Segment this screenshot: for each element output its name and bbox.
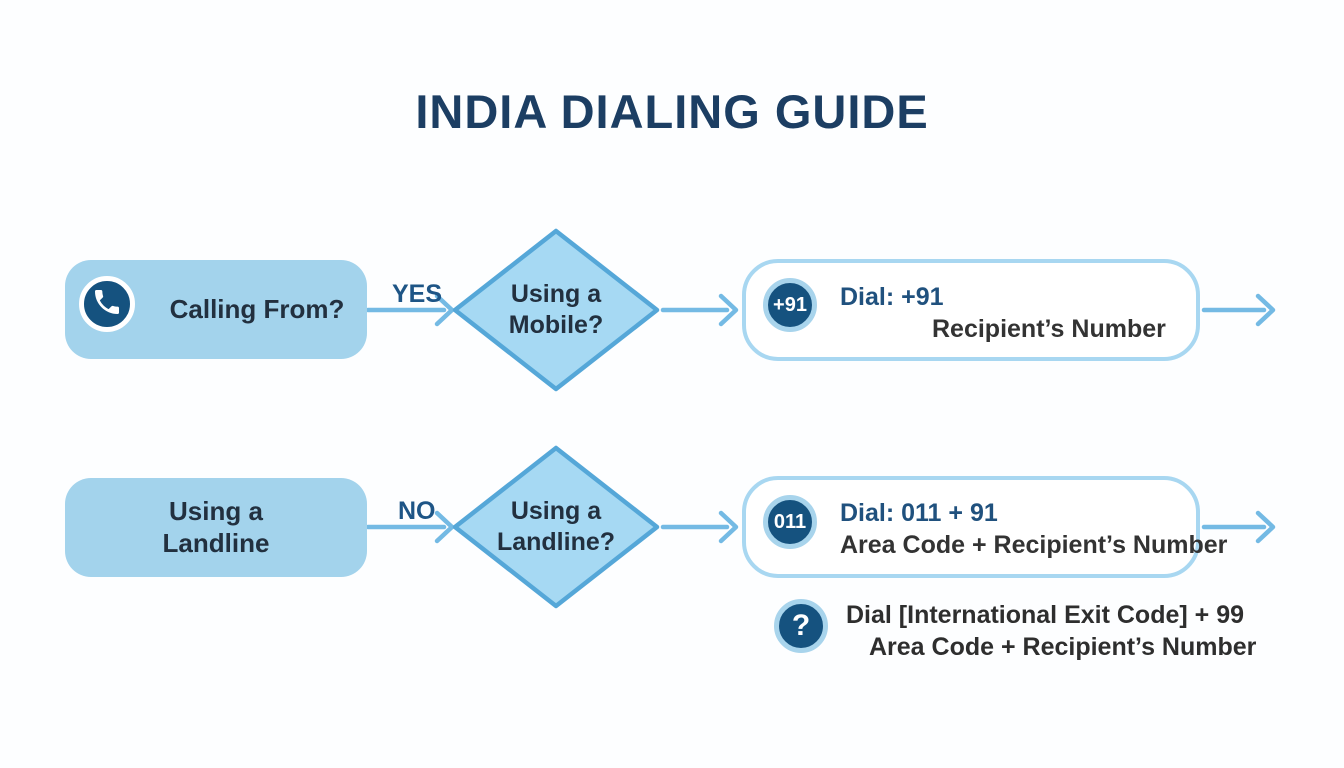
decision-label-using-a-landline: Using a Landline? xyxy=(466,496,646,559)
note-line1: Dial [International Exit Code] + 99 xyxy=(846,601,1244,629)
decision-label-line2: Mobile? xyxy=(508,311,604,340)
page-title: INDIA DIALING GUIDE xyxy=(415,85,929,138)
source-box-calling-from: Calling From? xyxy=(65,260,367,359)
badge-plus91: +91 xyxy=(763,278,817,332)
result-line1: Dial: +91 xyxy=(840,283,944,311)
decision-label-line2: Landline? xyxy=(496,528,616,557)
arrow-row1-source-to-decision xyxy=(365,293,455,327)
phone-icon-circle xyxy=(79,276,135,332)
result-line1: Dial: 011 + 91 xyxy=(840,499,998,527)
result-line2: Recipient’s Number xyxy=(932,315,1166,343)
decision-diamond-row1 xyxy=(452,228,660,392)
decision-label-line1: Using a xyxy=(510,497,602,525)
arrow-row1-result-onward xyxy=(1201,293,1276,327)
arrow-row2-source-to-decision xyxy=(365,510,455,544)
decision-label-line1: Using a xyxy=(510,280,602,308)
result-box-mobile-dialing: +91 Dial: +91 Recipient’s Number xyxy=(742,259,1200,361)
source-label-using-a-landline: Using a Landline xyxy=(75,478,357,577)
arrow-row2-decision-to-result xyxy=(660,510,739,544)
decision-label-using-a-mobile: Using a Mobile? xyxy=(466,279,646,342)
source-box-using-a-landline: Using a Landline xyxy=(65,478,367,577)
source-label-calling-from: Calling From? xyxy=(169,293,345,324)
phone-icon xyxy=(91,286,123,323)
result-box-landline-dialing: 011 Dial: 011 + 91 Area Code + Recipient… xyxy=(742,476,1227,578)
note-line2: Area Code + Recipient’s Number xyxy=(869,633,1257,661)
question-mark-icon: ? xyxy=(774,599,828,653)
arrow-row2-result-onward xyxy=(1201,510,1276,544)
branch-label-no: NO xyxy=(398,497,436,525)
arrow-row1-decision-to-result xyxy=(660,293,739,327)
result-line2: Area Code + Recipient’s Number xyxy=(840,531,1228,559)
source-label-line1: Using a xyxy=(169,496,263,527)
international-dialing-note: ? Dial [International Exit Code] + 99 Ar… xyxy=(774,599,1256,669)
badge-011: 011 xyxy=(763,495,817,549)
branch-label-yes: YES xyxy=(392,280,443,308)
source-label-line2: Landline xyxy=(162,527,270,558)
decision-diamond-row2 xyxy=(452,445,660,609)
